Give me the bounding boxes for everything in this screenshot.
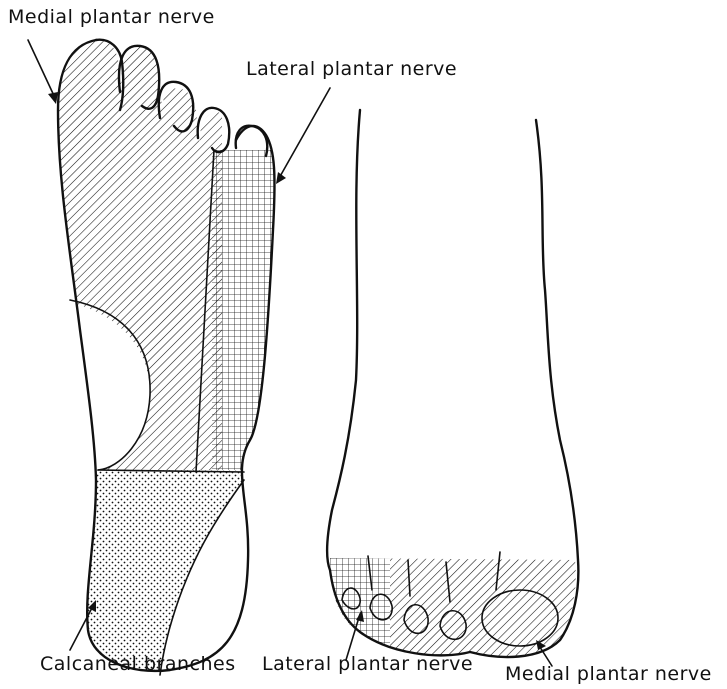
arrow-medial-top	[28, 40, 56, 100]
arrow-lateral-top	[278, 88, 330, 180]
plantar-foot	[40, 30, 300, 689]
dorsal-foot	[320, 110, 590, 670]
medial-plantar-region	[40, 30, 222, 470]
label-medial-plantar-top: Medial plantar nerve	[8, 6, 215, 28]
arrowhead	[48, 92, 58, 104]
label-calcaneal-branches: Calcaneal branches	[40, 653, 236, 675]
label-lateral-plantar-bottom: Lateral plantar nerve	[262, 653, 473, 675]
dorsal-medial-region	[390, 550, 590, 670]
label-lateral-plantar-top: Lateral plantar nerve	[246, 58, 457, 80]
label-medial-plantar-bottom: Medial plantar nerve	[505, 663, 712, 685]
